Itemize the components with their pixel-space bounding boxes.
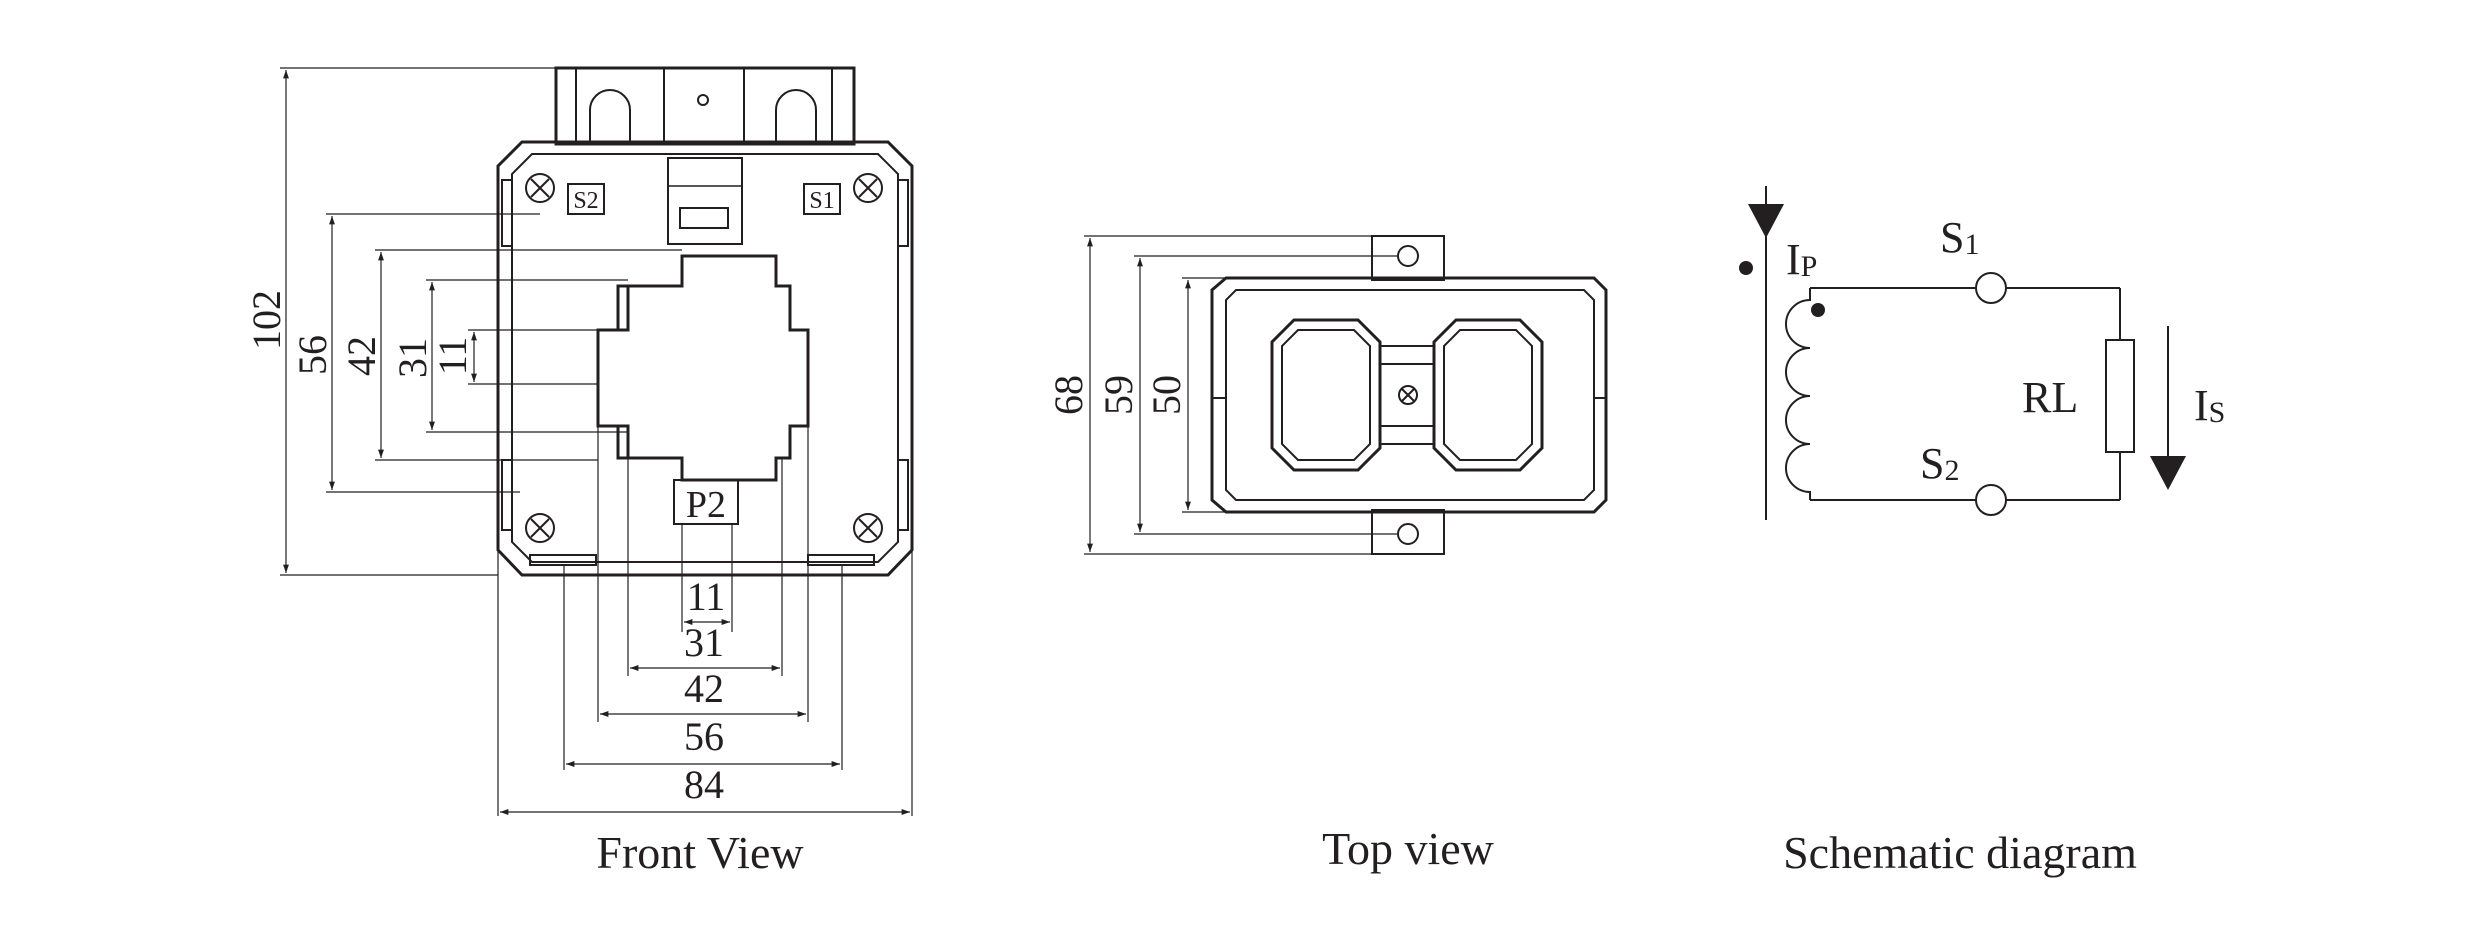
schematic-diagram: IP S1 S2 RL IS Schematic diagram [1739, 186, 2225, 878]
primary-p2-label: P2 [686, 484, 726, 526]
dim-top-50: 50 [1144, 375, 1189, 415]
primary-polarity-dot [1739, 261, 1753, 275]
primary-current-arrow [1748, 204, 1784, 238]
dim-width-31: 31 [684, 620, 724, 665]
secondary-polarity-dot [1811, 303, 1825, 317]
dim-width-11: 11 [687, 574, 726, 619]
front-view-caption: Front View [596, 827, 804, 878]
top-body [1210, 276, 1608, 514]
terminal-s1 [1975, 272, 2007, 304]
top-window-right [1432, 318, 1544, 472]
load-label: RL [2022, 373, 2078, 422]
front-top-bracket [554, 66, 856, 146]
front-body: S2 S1 P2 [496, 140, 914, 577]
screw-bottom-left [525, 513, 555, 543]
screw-top-right [853, 173, 883, 203]
secondary-current-arrow [2150, 456, 2186, 490]
terminal-s2-schematic-label: S2 [1920, 439, 1959, 488]
top-window-left [1270, 318, 1382, 472]
dim-width-56: 56 [684, 714, 724, 759]
terminal-s1-label: S1 [809, 188, 834, 214]
screw-bottom-right [853, 513, 883, 543]
dim-height-31: 31 [390, 338, 435, 378]
dim-top-68: 68 [1046, 375, 1091, 415]
terminal-s1-schematic-label: S1 [1940, 213, 1979, 262]
schematic-caption: Schematic diagram [1783, 827, 2137, 878]
top-ear-lower [1371, 509, 1445, 555]
terminal-s2 [1975, 484, 2007, 516]
top-center-screw [1398, 385, 1418, 405]
dim-top-59: 59 [1096, 375, 1141, 415]
dim-height-102: 102 [244, 290, 289, 350]
top-view: 68 59 50 Top view [1046, 235, 1608, 874]
top-view-caption: Top view [1322, 823, 1495, 874]
primary-current-label: IP [1786, 235, 1817, 284]
secondary-current-label: IS [2194, 381, 2225, 430]
front-vertical-dimensions: 102 56 42 31 11 [244, 67, 682, 576]
terminal-s2-label: S2 [573, 188, 598, 214]
top-ear-upper [1371, 235, 1445, 281]
dim-height-11: 11 [430, 337, 475, 376]
front-view: S2 S1 P2 102 5 [244, 66, 914, 878]
dim-height-56: 56 [290, 335, 335, 375]
screw-top-left [525, 173, 555, 203]
dim-height-42: 42 [339, 336, 384, 376]
front-horizontal-dimensions: 11 31 42 56 84 [497, 426, 913, 816]
dim-width-42: 42 [684, 666, 724, 711]
load-resistor [2105, 339, 2135, 453]
dim-width-84: 84 [684, 762, 724, 807]
secondary-coil [1785, 288, 1811, 500]
